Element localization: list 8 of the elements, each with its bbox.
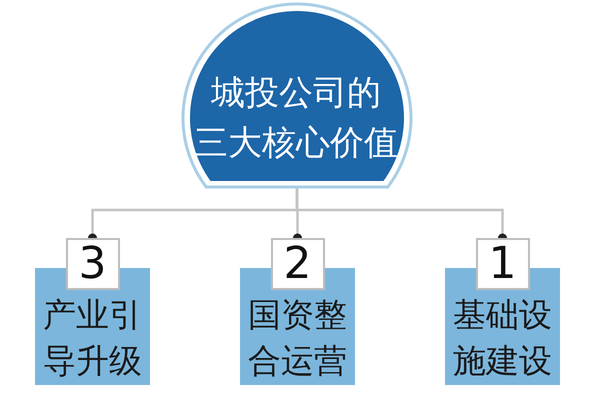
step-number: 1 — [476, 238, 530, 290]
heading-text: 城投公司的三大核心价值 — [194, 72, 399, 165]
dome-shape — [180, 2, 414, 189]
step-number: 2 — [270, 238, 324, 290]
panel-text: 国资整合运营 — [247, 294, 348, 382]
panel-text: 基础设施建设 — [452, 294, 553, 382]
step-number: 3 — [66, 238, 120, 290]
panel-text: 产业引导升级 — [42, 294, 143, 382]
